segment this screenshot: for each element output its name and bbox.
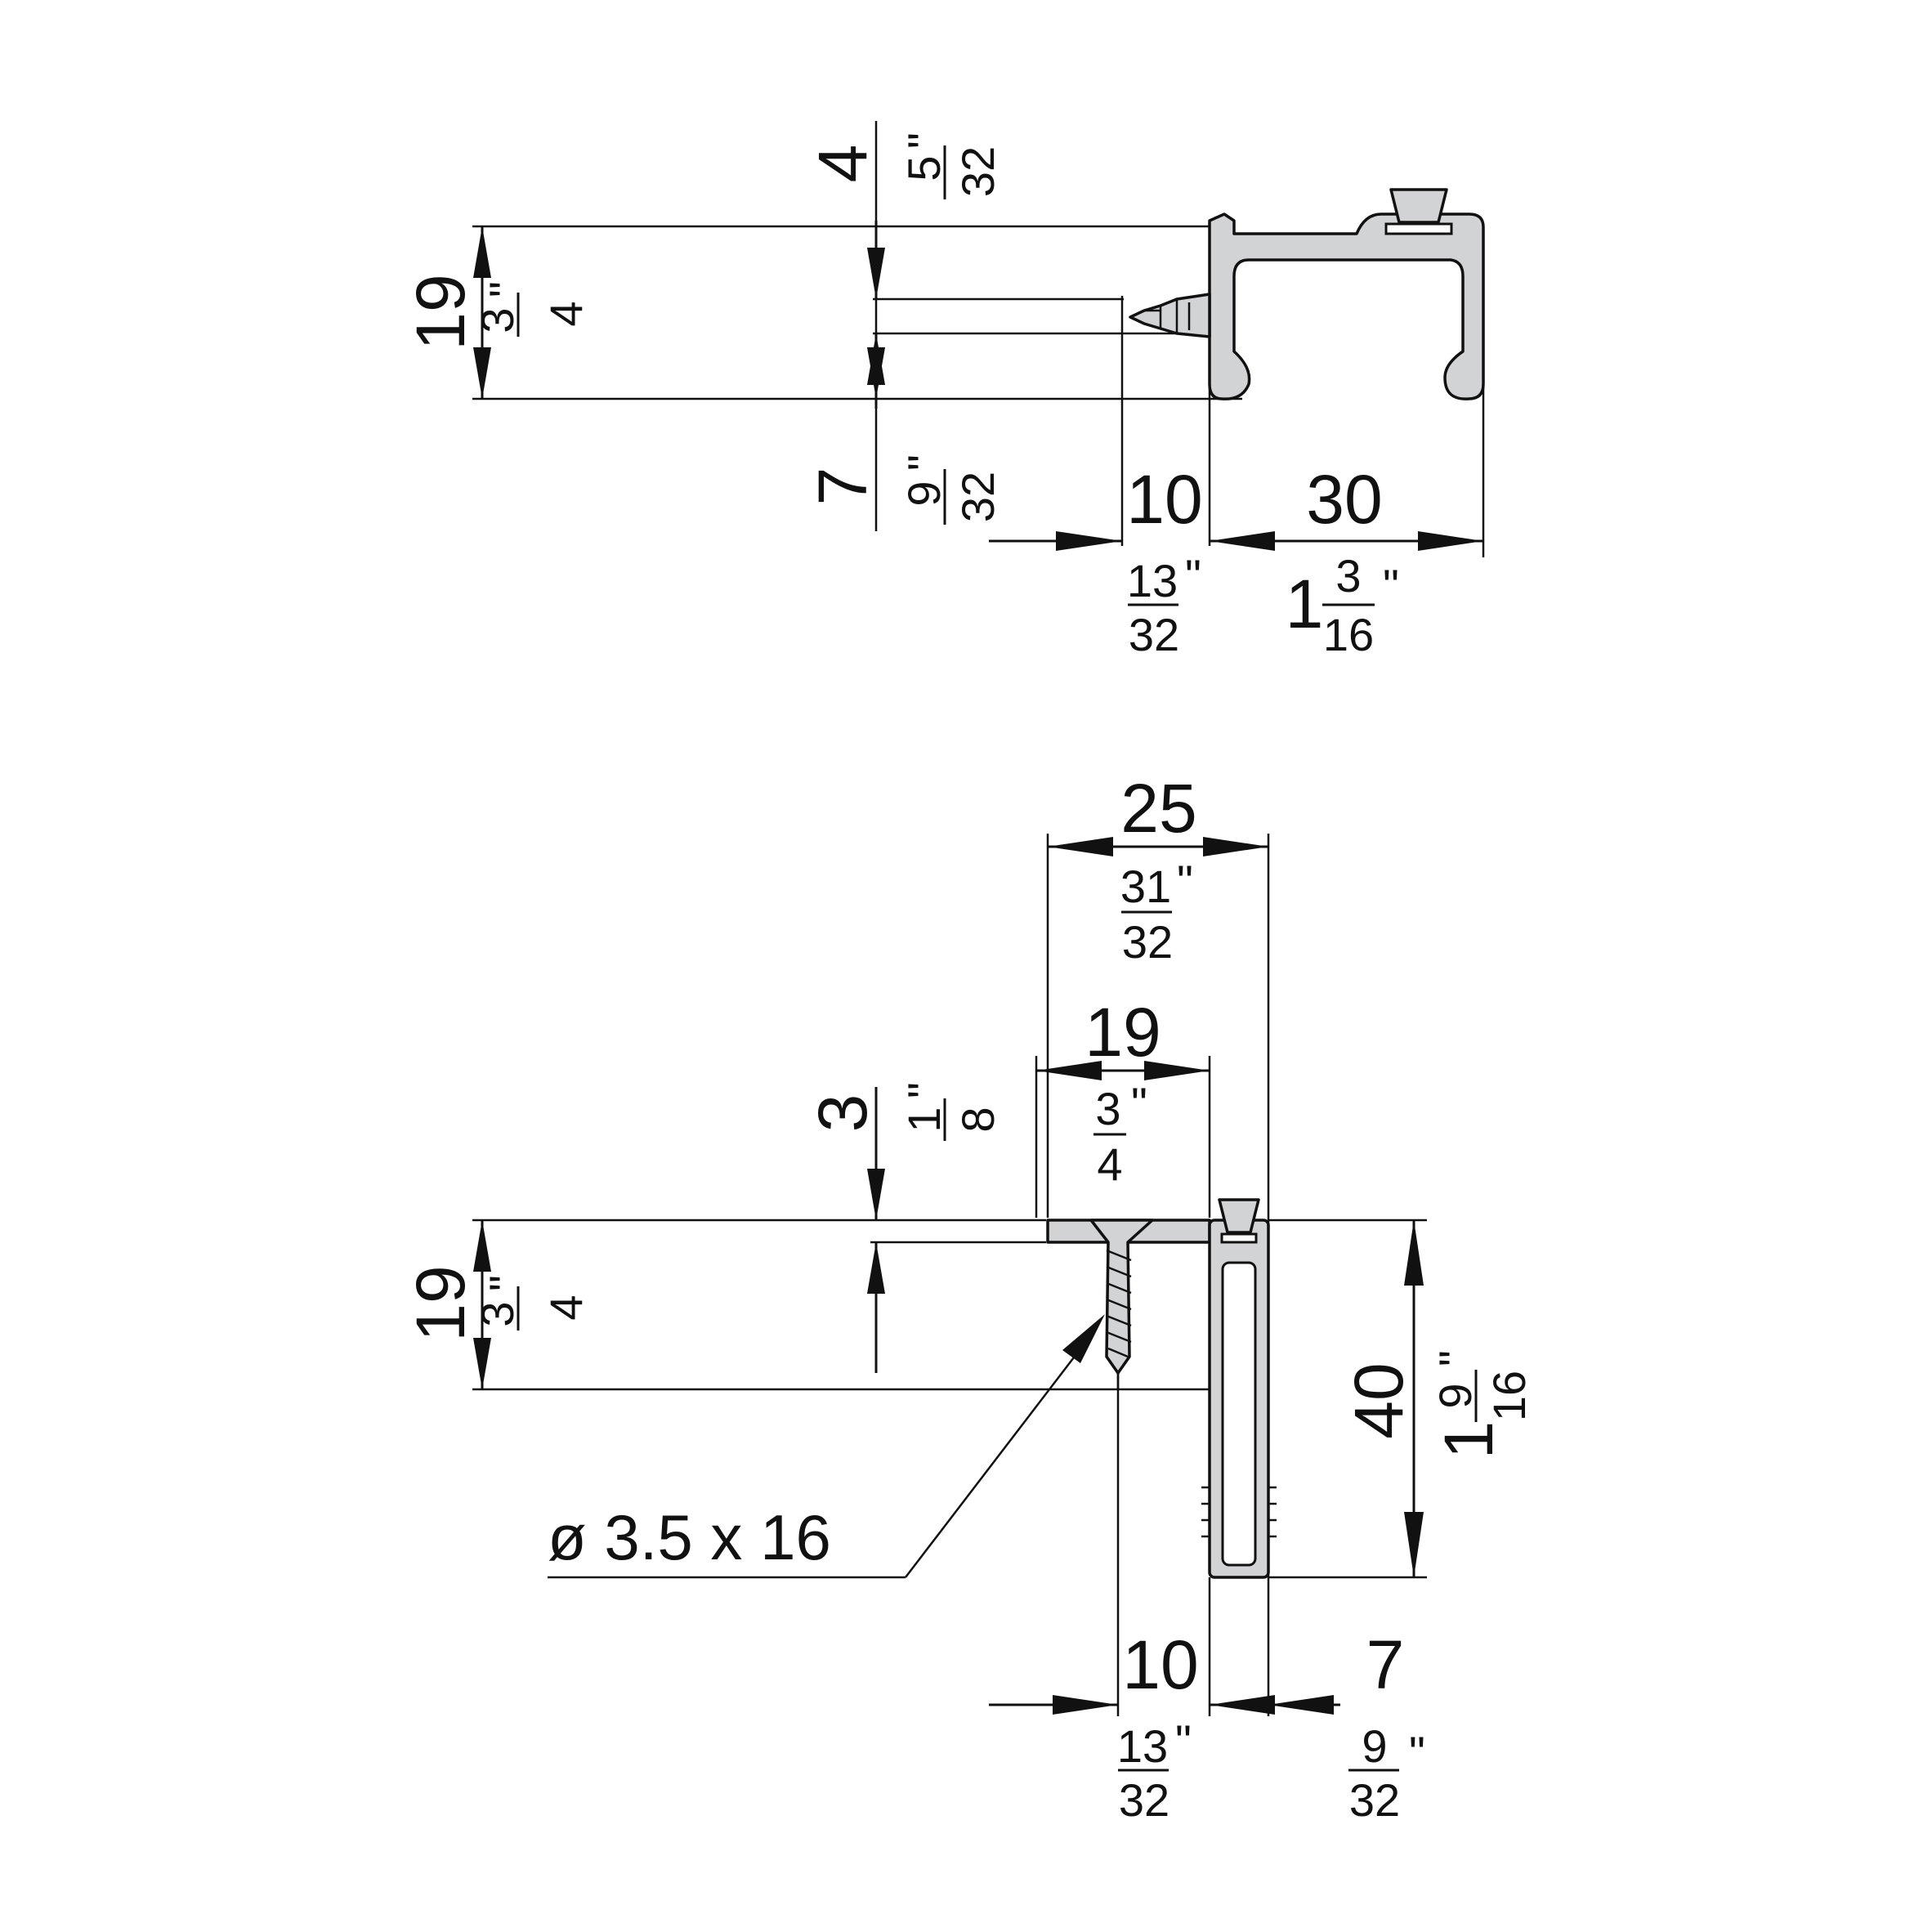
flange-num: 1 <box>898 1107 950 1132</box>
right-metric: 7 <box>1366 1626 1405 1703</box>
rail-width-inch: " <box>1383 560 1399 611</box>
bottom-dim-profile-height: 40 1 9 16 " <box>1340 1220 1535 1577</box>
rail-width-whole: 1 <box>1286 566 1324 642</box>
top-dim-gaps: 4 5 32 " 7 9 32 " <box>804 132 1004 525</box>
rail-profile <box>1129 188 1485 400</box>
profile-height-den: 16 <box>1483 1371 1535 1421</box>
rail-width-num: 3 <box>1335 550 1361 602</box>
top-gap-num: 5 <box>898 155 950 181</box>
top-gap-metric: 4 <box>804 145 881 183</box>
right-num: 9 <box>1362 1720 1387 1772</box>
bottom-gap-num: 9 <box>898 481 950 506</box>
flange-metric: 3 <box>804 1094 881 1133</box>
top-gap-inch: " <box>898 132 950 149</box>
top-dim-height: 19 3 4 " <box>402 226 592 399</box>
plug-den: 32 <box>1129 609 1179 660</box>
profile-height-metric: 40 <box>1340 1362 1417 1438</box>
rail-width-metric: 30 <box>1306 461 1382 538</box>
screw-icon <box>1089 1219 1154 1389</box>
board-width-num: 3 <box>1095 1083 1120 1134</box>
top-extension-lines <box>472 121 1485 557</box>
profile-height-inch: " <box>1429 1350 1481 1366</box>
bottom-view: 25 31 " 32 19 3 " 4 3 1 8 " <box>402 770 1535 1826</box>
bottom-gap-metric: 7 <box>804 467 881 506</box>
screw-pos-num: 13 <box>1117 1720 1168 1772</box>
rail-width-den: 16 <box>1323 609 1374 660</box>
bottom-dim-bottom-widths: 10 13 " 32 7 9 32 " <box>989 1626 1425 1826</box>
right-den: 32 <box>1349 1774 1400 1826</box>
bottom-dim-height: 19 3 4 " <box>402 1220 592 1389</box>
bottom-gap-den: 32 <box>952 472 1004 522</box>
right-inch: " <box>1409 1727 1425 1778</box>
screw-pos-inch: " <box>1175 1715 1192 1767</box>
top-height-metric: 19 <box>402 274 479 350</box>
board-width-inch: " <box>1131 1078 1147 1129</box>
total-width-metric: 25 <box>1120 770 1196 847</box>
screw-pos-den: 32 <box>1119 1774 1169 1826</box>
plug-num: 13 <box>1127 555 1178 606</box>
flange-den: 8 <box>952 1107 1004 1132</box>
screw-label: ø 3.5 x 16 <box>548 1501 831 1573</box>
board-width-metric: 19 <box>1085 994 1161 1071</box>
bottom-height-num: 3 <box>472 1301 523 1326</box>
board-width-den: 4 <box>1097 1138 1122 1190</box>
bottom-dim-total-width: 25 31 " 32 <box>1048 770 1268 968</box>
bottom-height-inch: " <box>480 1275 531 1291</box>
flange-inch: " <box>898 1082 950 1098</box>
top-dim-widths: 10 13 " 32 30 1 3 16 " <box>989 461 1483 660</box>
top-height-den: 4 <box>540 301 592 326</box>
bottom-extension-lines <box>472 834 1427 1716</box>
profile-height-num: 9 <box>1429 1383 1481 1408</box>
bottom-gap-inch: " <box>898 454 950 471</box>
bottom-dim-flange: 3 1 8 " <box>804 1082 1004 1373</box>
bottom-height-metric: 19 <box>402 1265 479 1341</box>
total-width-inch: " <box>1177 856 1193 907</box>
bottom-dim-board-width: 19 3 " 4 <box>1036 994 1210 1190</box>
total-width-num: 31 <box>1120 861 1171 912</box>
top-height-inch: " <box>480 281 531 297</box>
top-gap-den: 32 <box>952 146 1004 197</box>
top-height-num: 3 <box>472 307 523 333</box>
plug-inch: " <box>1185 550 1201 602</box>
total-width-den: 32 <box>1122 916 1173 968</box>
screw-pos-metric: 10 <box>1122 1626 1198 1703</box>
screw-leader: ø 3.5 x 16 <box>548 1314 1105 1579</box>
profile-height-whole: 1 <box>1430 1421 1507 1460</box>
top-view: 19 3 4 " 4 5 32 " 7 9 32 " <box>402 121 1485 660</box>
plug-metric: 10 <box>1126 461 1202 538</box>
bottom-height-den: 4 <box>540 1295 592 1320</box>
